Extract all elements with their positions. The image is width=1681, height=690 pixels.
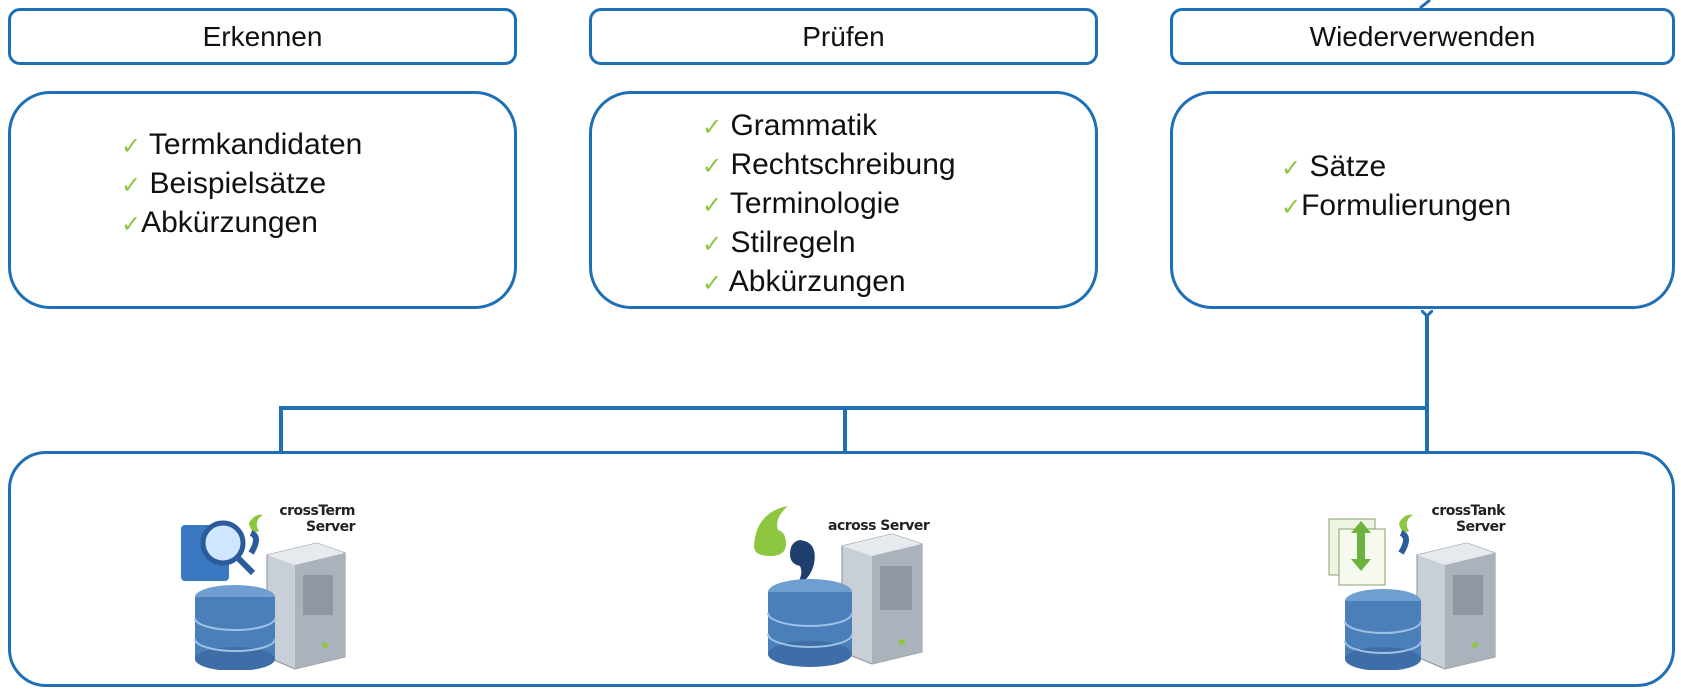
across-server-icon [754,506,923,667]
list-item: ✓ Sätze [1281,150,1387,183]
crosstank-server: crossTank Server [1325,503,1506,671]
across-server: across Server [750,500,940,670]
box-erkennen: ✓ Termkandidaten ✓ Beispielsätze ✓Abkürz… [8,91,517,309]
crosstank-server-label: crossTank Server [1431,503,1506,535]
across-server-label: across Server [828,518,930,534]
check-icon: ✓ [121,132,142,160]
list-item: ✓ Terminologie [702,187,900,220]
check-icon: ✓ [702,191,723,219]
list-item: ✓Abkürzungen [121,206,318,239]
check-icon: ✓ [702,230,723,258]
list-item: ✓ Beispielsätze [121,167,327,200]
crosstank-server-icon [1328,514,1496,671]
check-icon: ✓ [1281,193,1302,221]
header-pruefen: Prüfen [589,8,1098,65]
crossterm-server: crossTerm Server [175,503,355,671]
list-item: ✓Formulierungen [1281,189,1512,222]
check-icon: ✓ [702,113,723,141]
check-icon: ✓ [702,152,723,180]
list-item: ✓ Stilregeln [702,226,856,259]
box-wiederverwenden: ✓ Sätze ✓Formulierungen [1170,91,1675,309]
list-item: ✓ Abkürzungen [702,265,906,298]
list-wiederverwenden: ✓ Sätze ✓Formulierungen [1281,148,1511,226]
list-erkennen: ✓ Termkandidaten ✓ Beispielsätze ✓Abkürz… [121,126,362,243]
crossterm-server-label: crossTerm Server [279,503,355,535]
list-pruefen: ✓ Grammatik ✓ Rechtschreibung ✓ Terminol… [702,107,956,302]
list-item: ✓ Grammatik [702,109,878,142]
check-icon: ✓ [121,210,142,238]
list-item: ✓ Termkandidaten [121,128,363,161]
header-erkennen: Erkennen [8,8,517,65]
top-arrow [1419,0,1431,10]
check-icon: ✓ [121,171,142,199]
check-icon: ✓ [1281,154,1302,182]
header-wiederverwenden: Wiederverwenden [1170,8,1675,65]
list-item: ✓ Rechtschreibung [702,148,956,181]
check-icon: ✓ [702,269,723,297]
box-pruefen: ✓ Grammatik ✓ Rechtschreibung ✓ Terminol… [589,91,1098,309]
crossterm-server-icon [181,514,346,671]
